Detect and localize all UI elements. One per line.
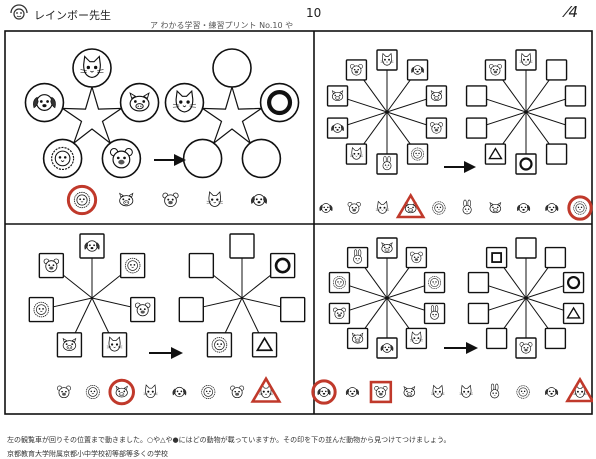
worksheet bbox=[4, 30, 593, 415]
pig-icon bbox=[331, 90, 344, 101]
panel-1 bbox=[24, 48, 300, 216]
answer-animal-bear-icon bbox=[230, 385, 245, 399]
panels-layer bbox=[24, 48, 593, 406]
lion-icon bbox=[411, 147, 425, 161]
answer-animal-lion-icon bbox=[73, 191, 91, 209]
answer-animal-dog-icon bbox=[319, 203, 333, 213]
pig-icon bbox=[129, 92, 150, 112]
answer-animal-lion-icon bbox=[516, 385, 530, 399]
answer-animal-dog-icon bbox=[544, 387, 559, 397]
lion-icon bbox=[124, 257, 141, 274]
subtitle: ア わかる学習・練習プリント No.10 や bbox=[150, 21, 294, 30]
brand-name: レインボー先生 bbox=[34, 9, 111, 22]
answer-animal-lion-icon bbox=[201, 385, 216, 399]
answer-animal-rabbit-icon bbox=[462, 199, 472, 215]
answer-animal-bear-icon bbox=[57, 385, 71, 399]
answer-animal-lion-icon bbox=[85, 385, 100, 399]
answer-animal-cat-icon bbox=[206, 191, 224, 208]
lion-icon bbox=[333, 276, 346, 289]
answer-animal-rabbit-icon bbox=[490, 383, 500, 399]
answer-animal-dog-icon bbox=[172, 386, 187, 398]
pig-icon bbox=[352, 332, 364, 344]
panel-4 bbox=[311, 237, 593, 405]
answer-animal-cat-icon bbox=[143, 384, 158, 399]
lion-icon bbox=[428, 276, 441, 289]
pig-icon bbox=[381, 242, 393, 253]
pig-icon bbox=[62, 338, 77, 351]
lion-icon bbox=[211, 337, 228, 353]
answer-animal-pig-icon bbox=[115, 385, 128, 398]
answer-animal-pig-icon bbox=[403, 386, 416, 398]
pig-icon bbox=[430, 90, 443, 101]
panel-3 bbox=[28, 233, 306, 406]
lion-icon bbox=[51, 146, 75, 170]
instruction-text: 左の観覧車が回りその位置まで動きました。○や△や●にはどの動物が載っていますか。… bbox=[7, 436, 451, 444]
answer-animal-dog-icon bbox=[545, 203, 559, 213]
answer-animal-dog-icon bbox=[516, 203, 531, 213]
answer-animal-bear-icon bbox=[374, 385, 388, 398]
answer-animal-dog-icon bbox=[345, 387, 360, 397]
answer-animal-dog-icon bbox=[317, 387, 331, 397]
panel-2 bbox=[319, 49, 593, 221]
page-number: 10 bbox=[306, 6, 322, 20]
answer-animal-cat-icon bbox=[459, 385, 474, 398]
answer-animal-cat-icon bbox=[430, 385, 445, 398]
answer-animal-bear-icon bbox=[347, 201, 361, 214]
rainbow-teacher-logo-icon bbox=[10, 4, 28, 20]
answer-animal-pig-icon bbox=[489, 202, 502, 214]
lion-icon bbox=[33, 301, 50, 318]
answer-animal-lion-icon bbox=[573, 201, 587, 215]
answer-animal-lion-icon bbox=[432, 201, 446, 215]
answer-animal-bear-icon bbox=[162, 192, 179, 208]
answer-animal-pig-icon bbox=[119, 192, 134, 207]
score-box: ⁄4 bbox=[566, 3, 579, 21]
answer-animal-cat-icon bbox=[375, 201, 390, 214]
page-header: レインボー先生 10 ⁄4 ア わかる学習・練習プリント No.10 や bbox=[0, 0, 596, 30]
answer-animal-dog-icon bbox=[250, 194, 268, 206]
sheet-frame bbox=[4, 30, 593, 415]
school-credit: 京都教育大学附属京都小中学校初等部等多くの学校 bbox=[7, 450, 168, 458]
